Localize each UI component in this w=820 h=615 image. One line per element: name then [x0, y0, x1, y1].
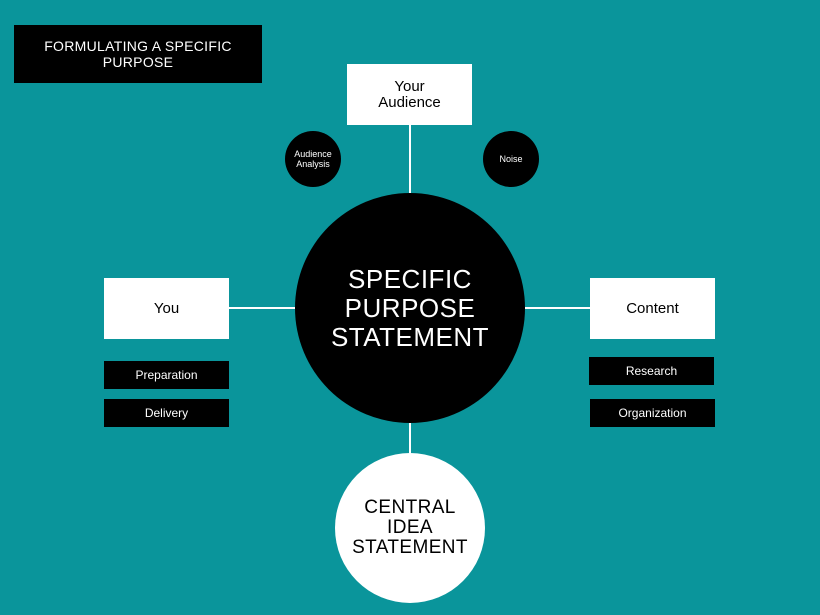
node-central-idea-statement: CENTRAL IDEA STATEMENT — [335, 453, 485, 603]
node-organization: Organization — [590, 399, 715, 427]
node-content: Content — [590, 278, 715, 339]
node-audience-analysis: Audience Analysis — [285, 131, 341, 187]
node-your-audience: Your Audience — [347, 64, 472, 125]
node-you: You — [104, 278, 229, 339]
node-specific-purpose-statement: SPECIFIC PURPOSE STATEMENT — [295, 193, 525, 423]
node-preparation: Preparation — [104, 361, 229, 389]
node-research: Research — [589, 357, 714, 385]
diagram-title: FORMULATING A SPECIFIC PURPOSE — [14, 25, 262, 83]
node-delivery: Delivery — [104, 399, 229, 427]
node-noise: Noise — [483, 131, 539, 187]
